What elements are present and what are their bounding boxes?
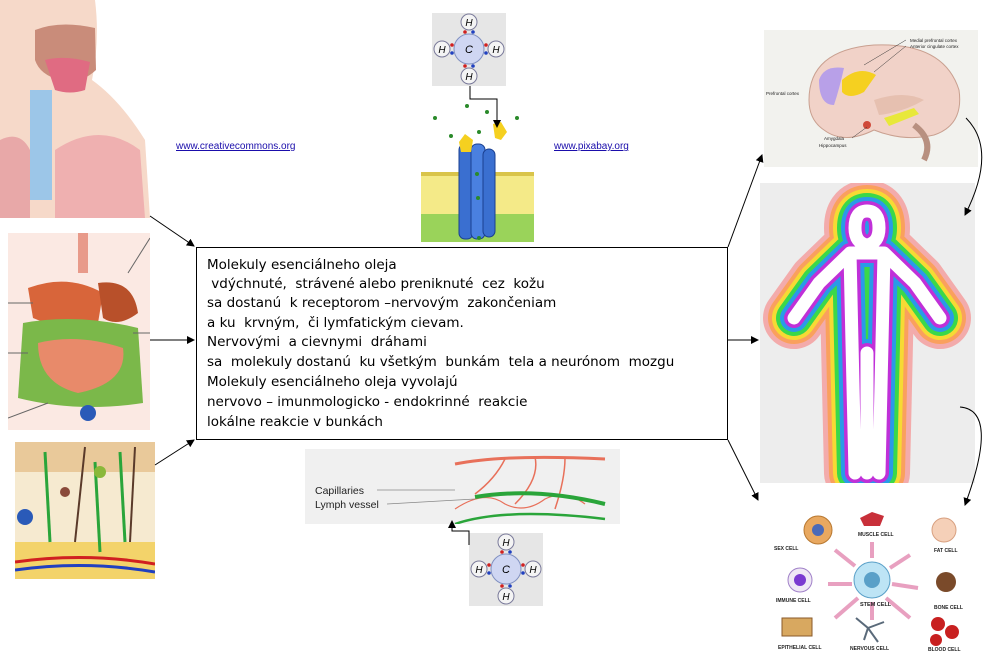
- methane-bottom-h: H: [475, 565, 483, 576]
- stem-cell-diagram: SEX CELL MUSCLE CELL FAT CELL IMMUNE CEL…: [760, 500, 975, 658]
- methane-top-h: H: [465, 18, 473, 29]
- main-text-box: Molekuly esenciálneho oleja vdýchnuté, s…: [196, 247, 728, 440]
- receptor-membrane-illustration: [421, 94, 534, 242]
- brain-illustration: Medial prefrontal cortex Anterior cingul…: [764, 30, 978, 167]
- methane-bottom-c: C: [502, 564, 510, 576]
- methane-bottom-h: H: [529, 565, 537, 576]
- arrow-methane-to-capillaries: [448, 520, 470, 545]
- methane-molecule-bottom: C H H H H: [469, 533, 543, 606]
- methane-top-h: H: [438, 45, 446, 56]
- main-text-line: vdýchnuté, strávené alebo preniknuté cez…: [207, 276, 545, 292]
- pixabay-link[interactable]: www.pixabay.org: [554, 141, 629, 152]
- methane-top-h: H: [492, 45, 500, 56]
- methane-molecule-top: C H H H H: [432, 13, 506, 86]
- arrow-respiratory-to-text: [149, 215, 195, 247]
- main-text-line: sa molekuly dostanú ku všetkým bunkám te…: [207, 354, 675, 370]
- cell-label-nervous: NERVOUS CELL: [850, 646, 889, 652]
- cell-label-epithelial: EPITHELIAL CELL: [778, 645, 822, 651]
- arrow-text-to-cells: [727, 439, 759, 501]
- cell-label-blood: BLOOD CELL: [928, 647, 961, 653]
- main-text-line: Nervovými a cievnymi dráhami: [207, 334, 427, 350]
- brain-label-hippocampus: Hippocampus: [819, 143, 847, 148]
- methane-bottom-h: H: [502, 592, 510, 603]
- methane-top-c: C: [465, 44, 473, 56]
- capillaries-label: Capillaries: [315, 485, 364, 497]
- main-text-line: sa dostanú k receptorom –nervovým zakonč…: [207, 295, 557, 311]
- cell-label-stem: STEM CELL: [860, 602, 892, 608]
- main-text-line: Molekuly esenciálneho oleja: [207, 257, 397, 273]
- brain-label-medial: Medial prefrontal cortex: [910, 38, 958, 43]
- cell-label-muscle: MUSCLE CELL: [858, 532, 894, 538]
- main-text-line: nervovo – imunmologicko - endokrinné rea…: [207, 394, 528, 410]
- cell-label-bone: BONE CELL: [934, 605, 963, 611]
- lymph-vessel-label: Lymph vessel: [315, 499, 379, 511]
- cell-label-sex: SEX CELL: [774, 546, 798, 552]
- main-text-line: Molekuly esenciálneho oleja vyvolajú: [207, 374, 458, 390]
- arrow-skin-to-text: [154, 439, 195, 466]
- digestive-illustration: [8, 233, 150, 430]
- arrow-text-to-brain: [727, 154, 764, 248]
- capillaries-lymph-illustration: Capillaries Lymph vessel: [305, 449, 620, 524]
- respiratory-illustration: [0, 0, 150, 218]
- cell-label-immune: IMMUNE CELL: [776, 598, 811, 604]
- skin-illustration: [15, 442, 155, 579]
- brain-label-prefrontal: Prefrontal cortex: [766, 91, 800, 96]
- aura-body-illustration: [760, 183, 975, 483]
- methane-top-h: H: [465, 72, 473, 83]
- brain-label-amygdala: Amygdala: [824, 136, 845, 141]
- methane-bottom-h: H: [502, 538, 510, 549]
- creative-commons-link[interactable]: www.creativecommons.org: [176, 141, 296, 152]
- main-text-line: a ku krvným, či lymfatickým cievam.: [207, 315, 464, 331]
- main-text-line: lokálne reakcie v bunkách: [207, 414, 383, 430]
- brain-label-cingulate: Anterior cingulate cortex: [910, 44, 959, 49]
- cell-label-fat: FAT CELL: [934, 548, 958, 554]
